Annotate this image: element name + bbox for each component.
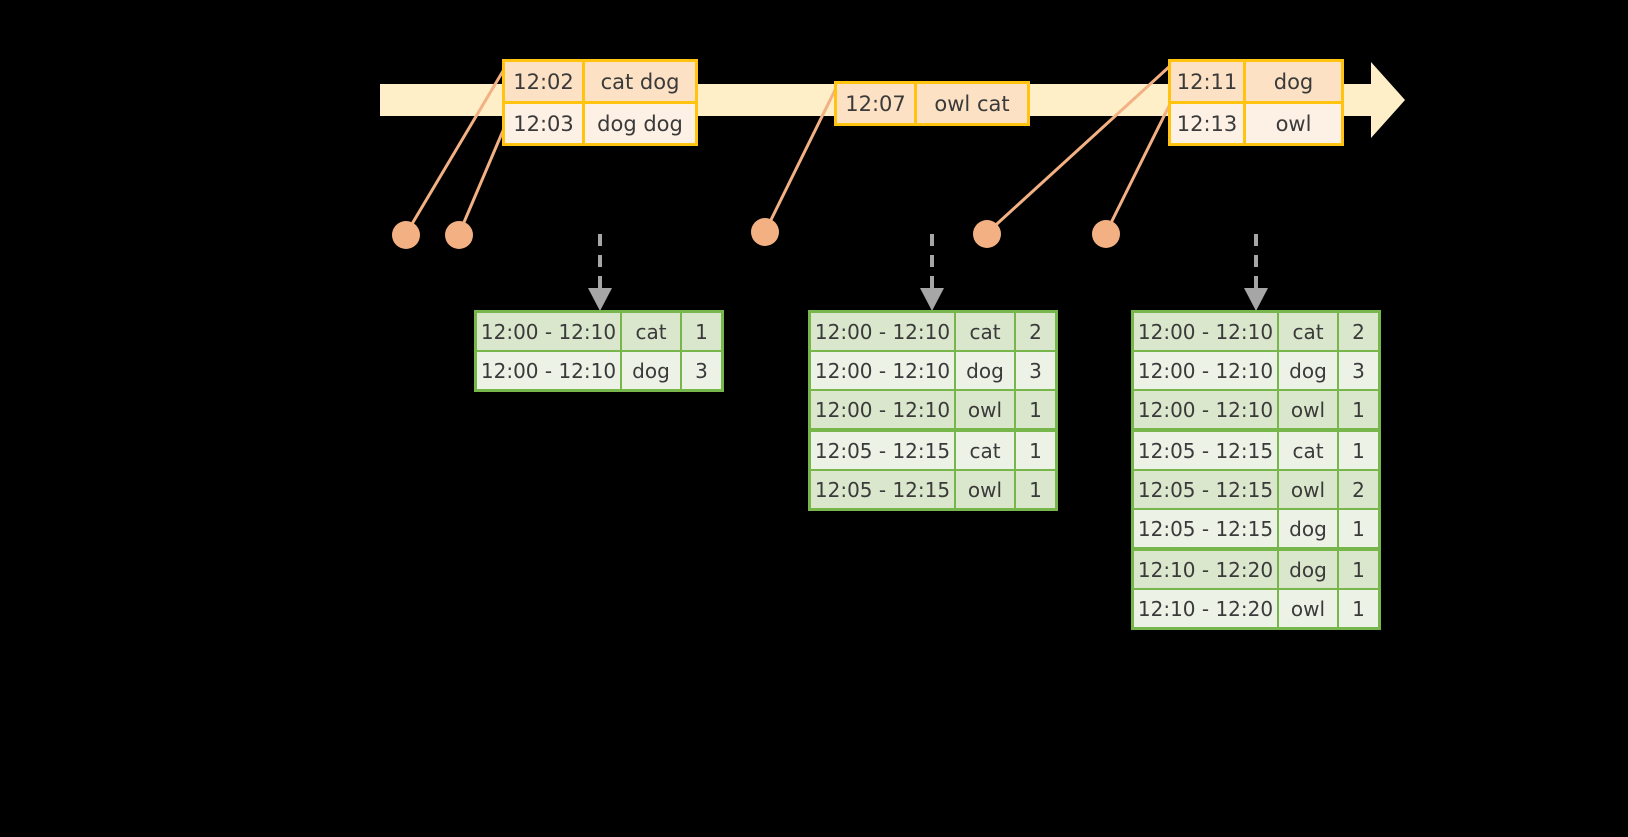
flow-arrow-head-3 [1244,288,1268,311]
result-table-3[interactable]: 12:00 - 12:10 cat 2 12:00 - 12:10 dog 3 … [1131,310,1381,630]
cell-count: 1 [695,319,708,344]
emission-dots [392,218,1120,249]
cell-count: 3 [695,358,708,383]
flow-arrows [598,234,1258,288]
cell-count: 3 [1029,358,1042,383]
cell-count: 1 [1352,516,1365,541]
table-row[interactable]: 12:00 - 12:10 owl 1 [811,389,1055,428]
cell-window: 12:00 - 12:10 [477,313,622,350]
table-row[interactable]: 12:00 - 12:10 dog 3 [477,350,721,389]
connector-line-2 [457,125,507,235]
cell-window: 12:05 - 12:15 [1134,432,1279,469]
event-time: 12:07 [837,84,917,123]
cell-window: 12:00 - 12:10 [1134,391,1279,428]
event-group-1[interactable]: 12:02 cat dog 12:03 dog dog [502,59,698,146]
table-row[interactable]: 12:00 - 12:10 cat 2 [811,313,1055,350]
result-table-1[interactable]: 12:00 - 12:10 cat 1 12:00 - 12:10 dog 3 [474,310,724,392]
cell-count: 1 [1352,438,1365,463]
table-row[interactable]: 12:00 - 12:10 owl 1 [1134,389,1378,428]
cell-window: 12:00 - 12:10 [811,352,956,389]
table-row[interactable]: 12:00 - 12:10 dog 3 [811,350,1055,389]
table-row[interactable]: 12:00 - 12:10 dog 3 [1134,350,1378,389]
emission-dot-5 [1092,220,1120,248]
flow-arrow-head-1 [588,288,612,311]
cell-word: dog [1279,352,1339,389]
cell-count: 1 [1352,397,1365,422]
cell-word: owl [1279,391,1339,428]
event-time: 12:02 [505,62,585,101]
cell-count: 1 [1029,438,1042,463]
cell-window: 12:00 - 12:10 [1134,313,1279,350]
cell-word: cat [956,432,1016,469]
table-row[interactable]: 12:05 - 12:15 cat 1 [811,428,1055,469]
emission-dot-3 [751,218,779,246]
event-words: cat dog [600,69,680,94]
result-table-2[interactable]: 12:00 - 12:10 cat 2 12:00 - 12:10 dog 3 … [808,310,1058,511]
event-time: 12:03 [505,104,585,143]
cell-window: 12:00 - 12:10 [811,391,956,428]
table-row[interactable]: 12:10 - 12:20 owl 1 [1134,588,1378,627]
cell-window: 12:05 - 12:15 [1134,510,1279,547]
emission-dot-4 [973,220,1001,248]
cell-window: 12:05 - 12:15 [811,471,956,508]
cell-word: dog [1279,551,1339,588]
connector-line-3 [763,83,840,233]
flow-arrow-heads [588,288,1268,311]
cell-window: 12:05 - 12:15 [811,432,956,469]
event-group-3[interactable]: 12:11 dog 12:13 owl [1168,59,1344,146]
cell-word: dog [956,352,1016,389]
event-time: 12:11 [1171,62,1246,101]
cell-window: 12:00 - 12:10 [811,313,956,350]
event-words: owl cat [934,91,1010,116]
event-row[interactable]: 12:02 cat dog [505,62,695,101]
cell-count: 2 [1352,319,1365,344]
event-row[interactable]: 12:03 dog dog [505,101,695,143]
cell-word: dog [622,352,682,389]
table-row[interactable]: 12:10 - 12:20 dog 1 [1134,547,1378,588]
cell-word: cat [956,313,1016,350]
flow-arrow-head-2 [920,288,944,311]
table-row[interactable]: 12:00 - 12:10 cat 2 [1134,313,1378,350]
event-row[interactable]: 12:07 owl cat [837,84,1027,123]
cell-count: 1 [1029,397,1042,422]
cell-window: 12:00 - 12:10 [477,352,622,389]
event-words: owl [1275,111,1312,136]
cell-count: 1 [1029,477,1042,502]
table-row[interactable]: 12:05 - 12:15 owl 2 [1134,469,1378,508]
event-words: dog dog [597,111,683,136]
cell-window: 12:10 - 12:20 [1134,551,1279,588]
cell-word: cat [622,313,682,350]
emission-dot-1 [392,221,420,249]
connector-line-1 [404,65,508,235]
cell-window: 12:05 - 12:15 [1134,471,1279,508]
cell-count: 1 [1352,557,1365,582]
cell-word: owl [956,471,1016,508]
cell-window: 12:10 - 12:20 [1134,590,1279,627]
cell-word: owl [1279,471,1339,508]
cell-word: dog [1279,510,1339,547]
table-row[interactable]: 12:05 - 12:15 cat 1 [1134,428,1378,469]
event-row[interactable]: 12:11 dog [1171,62,1341,101]
event-group-2[interactable]: 12:07 owl cat [834,81,1030,126]
event-time: 12:13 [1171,104,1246,143]
table-row[interactable]: 12:00 - 12:10 cat 1 [477,313,721,350]
cell-word: cat [1279,432,1339,469]
cell-word: owl [1279,590,1339,627]
table-row[interactable]: 12:05 - 12:15 dog 1 [1134,508,1378,547]
cell-window: 12:00 - 12:10 [1134,352,1279,389]
cell-count: 1 [1352,596,1365,621]
cell-count: 3 [1352,358,1365,383]
event-row[interactable]: 12:13 owl [1171,101,1341,143]
table-row[interactable]: 12:05 - 12:15 owl 1 [811,469,1055,508]
event-words: dog [1273,69,1314,94]
cell-word: owl [956,391,1016,428]
cell-count: 2 [1352,477,1365,502]
connector-line-5 [1104,103,1172,234]
cell-word: cat [1279,313,1339,350]
emission-dot-2 [445,221,473,249]
cell-count: 2 [1029,319,1042,344]
